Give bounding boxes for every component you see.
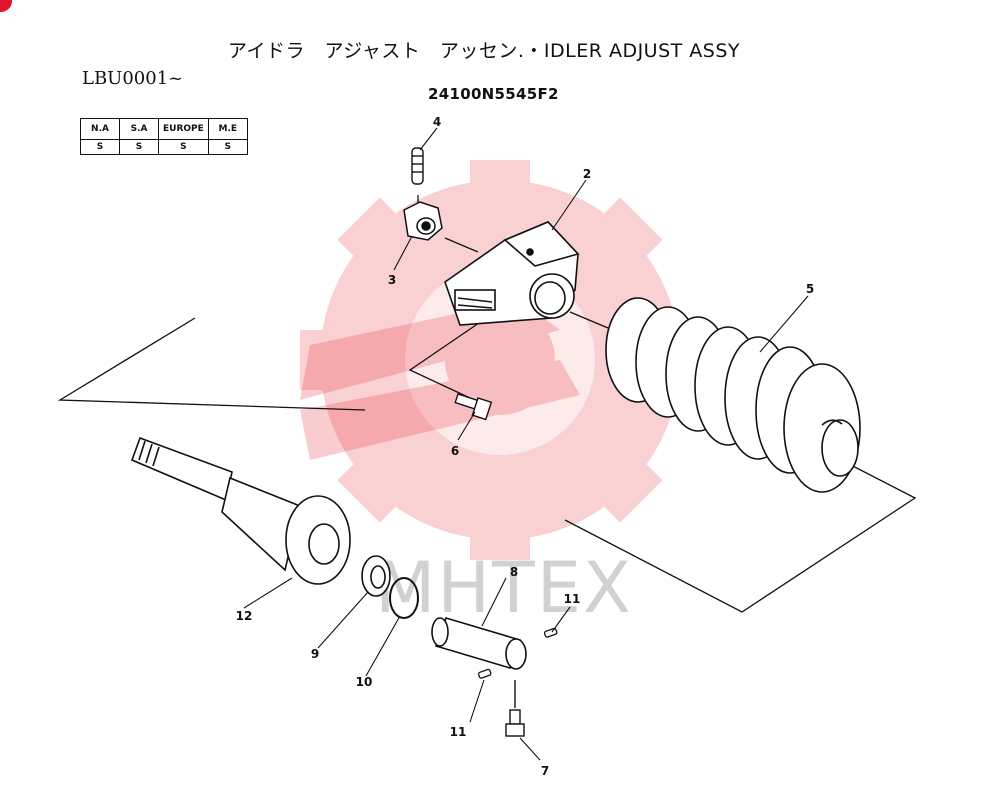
callout-4: 4: [432, 115, 442, 129]
region-value-na: S: [80, 139, 120, 155]
part-4-spring-pin: [411, 147, 424, 185]
callout-6: 6: [450, 444, 460, 458]
assembly-lines: [57, 195, 917, 613]
part-10-o-ring: [389, 577, 419, 619]
callout-11-lower: 11: [449, 725, 467, 739]
serial-range: LBU0001~: [82, 68, 184, 89]
part-6-bolt: [454, 393, 493, 421]
diagram-title: アイドラ アジャスト アッセン.・IDLER ADJUST ASSY: [228, 40, 741, 62]
callout-12: 12: [235, 609, 253, 623]
part-7-grease-fitting: [505, 680, 525, 737]
part-12-rod: [130, 436, 351, 585]
part-11-pins: [477, 627, 558, 679]
part-9-washer: [361, 555, 391, 597]
callout-7: 7: [540, 764, 550, 778]
callout-10: 10: [355, 675, 373, 689]
callout-8: 8: [509, 565, 519, 579]
callout-9: 9: [310, 647, 320, 661]
part-2-yoke: [444, 221, 580, 326]
region-value-me: S: [207, 139, 248, 155]
part-8-pin: [431, 617, 527, 670]
callout-3: 3: [387, 273, 397, 287]
region-value-sa: S: [119, 139, 159, 155]
watermark-text: MHTEX: [375, 547, 633, 629]
callout-2: 2: [582, 167, 592, 181]
part-number: 24100N5545F2: [428, 85, 559, 103]
leader-lines: [243, 127, 809, 761]
callout-5: 5: [805, 282, 815, 296]
part-3-nut: [403, 201, 443, 241]
callout-11-upper: 11: [563, 592, 581, 606]
region-table: N.A S.A EUROPE M.E S S S S: [80, 118, 248, 155]
part-5-recoil-spring: [605, 297, 861, 493]
